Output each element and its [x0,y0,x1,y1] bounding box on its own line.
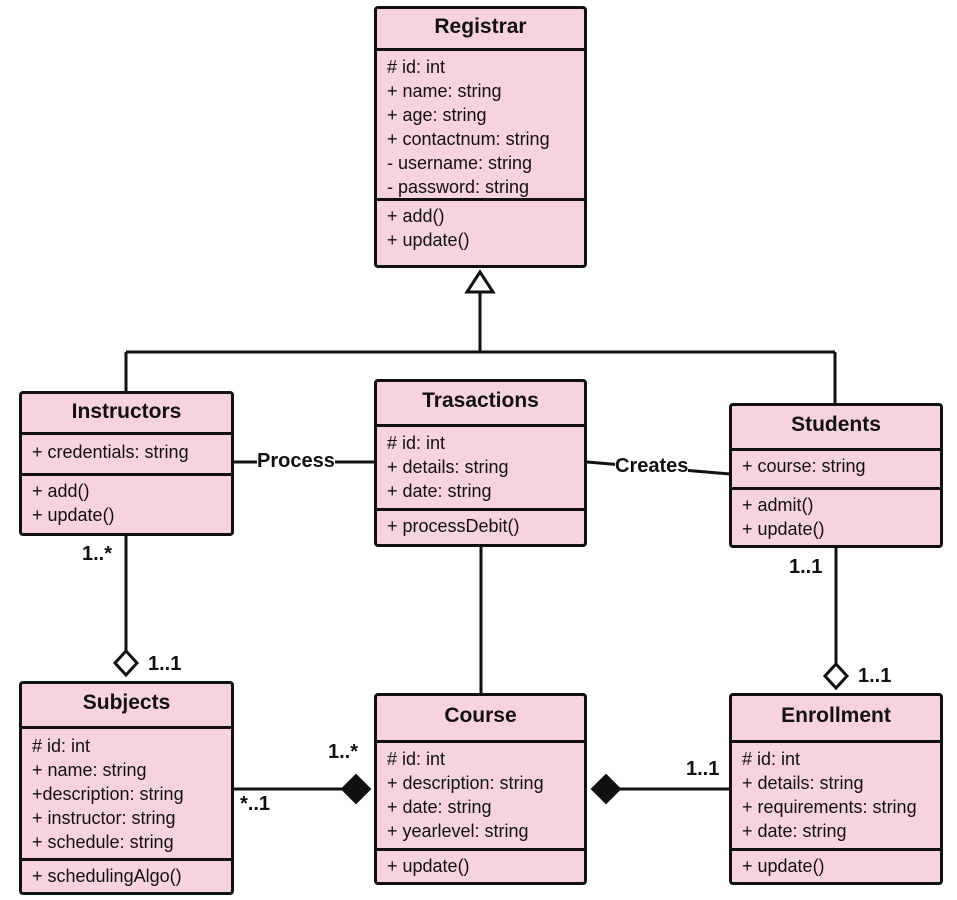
attribute: # id: int [742,749,801,769]
enrollment-class: Enrollment # id: int + details: string +… [729,693,943,885]
subjects-attributes: # id: int + name: string +description: s… [22,729,231,861]
students-class: Students + course: string + admit() + up… [729,403,943,548]
trasactions-class-name: Trasactions [377,382,584,427]
students-operations: + admit() + update() [732,490,940,544]
multiplicity-course-enrollment: 1..1 [686,758,720,780]
attribute: + instructor: string [32,808,176,828]
composition-diamond-course-right [590,773,622,805]
attribute: + contactnum: string [387,129,550,149]
trasactions-attributes: # id: int + details: string + date: stri… [377,427,584,511]
operation: + schedulingAlgo() [32,866,182,886]
creates-association-label: Creates [615,455,689,477]
attribute: - username: string [387,153,533,173]
trasactions-class: Trasactions # id: int + details: string … [374,379,587,547]
course-operations: + update() [377,851,584,881]
attribute: + yearlevel: string [387,821,529,841]
attribute: + date: string [387,481,492,501]
registrar-class: Registrar # id: int + name: string + age… [374,6,587,268]
course-class-name: Course [377,696,584,743]
attribute: + schedule: string [32,832,174,852]
attribute: + course: string [742,456,866,476]
multiplicity-instructors-end: 1..* [82,543,113,565]
enrollment-operations: + update() [732,851,940,881]
attribute: + details: string [387,457,509,477]
attribute: # id: int [387,749,446,769]
attribute: + description: string [387,773,544,793]
operation: + update() [742,519,825,539]
attribute: # id: int [387,433,446,453]
multiplicity-students-end: 1..1 [789,556,823,578]
course-attributes: # id: int + description: string + date: … [377,743,584,851]
instructors-attributes: + credentials: string [22,435,231,476]
subjects-class-name: Subjects [22,684,231,729]
registrar-operations: + add() + update() [377,201,584,255]
registrar-attributes: # id: int + name: string + age: string +… [377,51,584,201]
subjects-class: Subjects # id: int + name: string +descr… [19,681,234,895]
attribute: + age: string [387,105,487,125]
registrar-class-name: Registrar [377,9,584,51]
operation: + update() [32,505,115,525]
aggregation-diamond-subjects [112,648,140,678]
multiplicity-enrollment-aggregation: 1..1 [858,665,892,687]
instructors-operations: + add() + update() [22,476,231,530]
attribute: - password: string [387,177,530,197]
generalization-arrowhead [464,269,496,294]
operation: + add() [32,481,90,501]
multiplicity-course-left-end: 1..* [328,741,359,763]
subjects-operations: + schedulingAlgo() [22,861,231,891]
operation: + update() [387,230,470,250]
operation: + update() [387,856,470,876]
instructors-class-name: Instructors [22,394,231,435]
process-association-label: Process [257,450,335,472]
attribute: + requirements: string [742,797,917,817]
multiplicity-subjects-aggregation: 1..1 [148,653,182,675]
attribute: # id: int [32,736,91,756]
students-attributes: + course: string [732,451,940,490]
instructors-class: Instructors + credentials: string + add(… [19,391,234,536]
operation: + add() [387,206,445,226]
attribute: # id: int [387,57,446,77]
enrollment-attributes: # id: int + details: string + requiremen… [732,743,940,851]
attribute: + details: string [742,773,864,793]
aggregation-diamond-enrollment [822,661,850,691]
operation: + update() [742,856,825,876]
attribute: + name: string [32,760,147,780]
attribute: + credentials: string [32,442,189,462]
attribute: + date: string [742,821,847,841]
attribute: + date: string [387,797,492,817]
multiplicity-subjects-end: *..1 [240,793,271,815]
composition-diamond-course-left [340,773,372,805]
attribute: + name: string [387,81,502,101]
course-class: Course # id: int + description: string +… [374,693,587,885]
enrollment-class-name: Enrollment [732,696,940,743]
students-class-name: Students [732,406,940,451]
operation: + admit() [742,495,814,515]
attribute: +description: string [32,784,184,804]
operation: + processDebit() [387,516,520,536]
trasactions-operations: + processDebit() [377,511,584,541]
